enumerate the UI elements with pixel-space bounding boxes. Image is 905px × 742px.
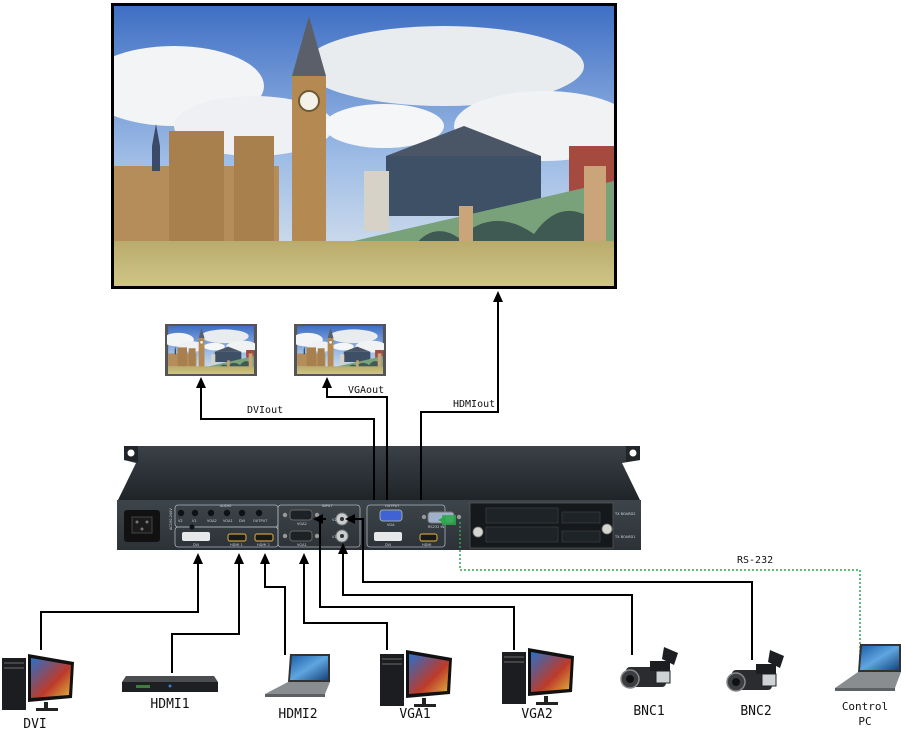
panel-label-input: INPUT: [322, 504, 333, 508]
audio-port-output-label: OUTPUT: [253, 519, 268, 523]
port-rs232-label: RS232 IN: [428, 525, 444, 529]
arrowhead-dvi-in: [193, 553, 203, 564]
arrowhead-hdmi1-in: [234, 553, 244, 564]
output-arrowheads: [196, 291, 503, 388]
vga-out-label: VGAout: [348, 385, 385, 396]
control-pc-laptop-icon: [835, 644, 901, 691]
port-power-label: AC100-240V: [169, 508, 173, 530]
source-bnc1-camcorder-icon: [620, 647, 678, 689]
rs232-label: RS-232: [737, 555, 774, 566]
input-wires: [40, 518, 753, 673]
port-hdmi2-label: HDMI 2: [257, 543, 270, 547]
port-vga1-label: VGA1: [297, 543, 307, 547]
dvi-out-monitor: [165, 324, 257, 376]
port-dvi-in-label: DVI: [193, 543, 199, 547]
wire-vga-out: [326, 386, 388, 500]
port-vga2-label: VGA2: [297, 522, 307, 526]
port-tx1-label: TX BOARD1: [614, 535, 635, 539]
arrowhead-vga-out: [322, 377, 332, 388]
wire-dvi-in: [40, 562, 199, 650]
source-label-vga1: VGA1: [399, 707, 431, 722]
input-arrowheads: [193, 514, 355, 564]
source-label-dvi: DVI: [23, 717, 47, 732]
port-dvi-out-label: DVI: [385, 543, 391, 547]
wire-rs232: [459, 520, 861, 672]
source-label-hdmi2: HDMI2: [278, 707, 318, 722]
arrowhead-hdmi2-in: [260, 553, 270, 564]
hdmi-out-label: HDMIout: [453, 399, 496, 410]
wire-bnc2-in: [350, 518, 753, 660]
audio-port-vga1-label: VGA1: [223, 519, 233, 523]
control-pc-label-line2: PC: [858, 715, 872, 728]
panel-label-audio: AUDIO: [220, 504, 232, 508]
audio-port-v2-label: V2: [178, 519, 183, 523]
arrowhead-hdmi-out: [493, 291, 503, 302]
wire-hdmi1-in: [171, 562, 240, 673]
wire-dvi-out: [200, 386, 375, 500]
source-hdmi2-laptop-icon: [265, 654, 330, 697]
control-pc-label-line1: Control: [841, 700, 889, 713]
source-dvi-desktop-pc-icon: [2, 654, 74, 711]
source-label-bnc2: BNC2: [740, 704, 772, 719]
source-label-bnc1: BNC1: [633, 704, 665, 719]
source-vga1-desktop-pc-icon: [380, 650, 452, 707]
wire-vga1-in: [303, 562, 388, 650]
arrowhead-bnc2-in: [345, 514, 355, 524]
source-bnc2-camcorder-icon: [726, 650, 784, 692]
port-v1-label: V1: [332, 535, 337, 539]
source-hdmi1-set-top-box-icon: [122, 676, 218, 692]
port-vga-out-label: VGA: [387, 523, 395, 527]
port-hdmi1-label: HDMI 1: [230, 543, 243, 547]
arrowhead-vga1-in: [299, 553, 309, 564]
audio-port-v1-label: V1: [192, 519, 197, 523]
source-label-vga2: VGA2: [521, 707, 553, 722]
panel-label-output: OUTPUT: [385, 504, 400, 508]
audio-port-vga2-label: VGA2: [207, 519, 217, 523]
source-vga2-desktop-pc-icon: [502, 648, 574, 705]
panel-labels: AUDIO V2 V1 VGA2 VGA1 DVI OUTPUT DVI HDM…: [169, 504, 635, 547]
source-label-hdmi1: HDMI1: [150, 697, 190, 712]
output-wires: [200, 300, 499, 500]
main-led-display: [111, 3, 617, 289]
port-v2-label: V2: [332, 518, 337, 522]
arrowhead-dvi-out: [196, 377, 206, 388]
rs232-connector-highlight: [442, 515, 456, 525]
wire-hdmi-out: [420, 300, 499, 500]
dvi-out-label: DVIout: [247, 405, 284, 416]
port-hdmi-out-label: HDMI: [422, 543, 431, 547]
wire-bnc1-in: [342, 552, 633, 655]
audio-port-dvi-label: DVI: [239, 519, 245, 523]
video-processor: [117, 446, 641, 550]
arrowhead-vga2-in: [313, 514, 323, 524]
wire-hdmi2-in: [264, 562, 286, 655]
port-tx2-label: TX BOARD2: [614, 512, 635, 516]
vga-out-monitor: [294, 324, 386, 376]
arrowhead-bnc1-in: [338, 543, 348, 554]
